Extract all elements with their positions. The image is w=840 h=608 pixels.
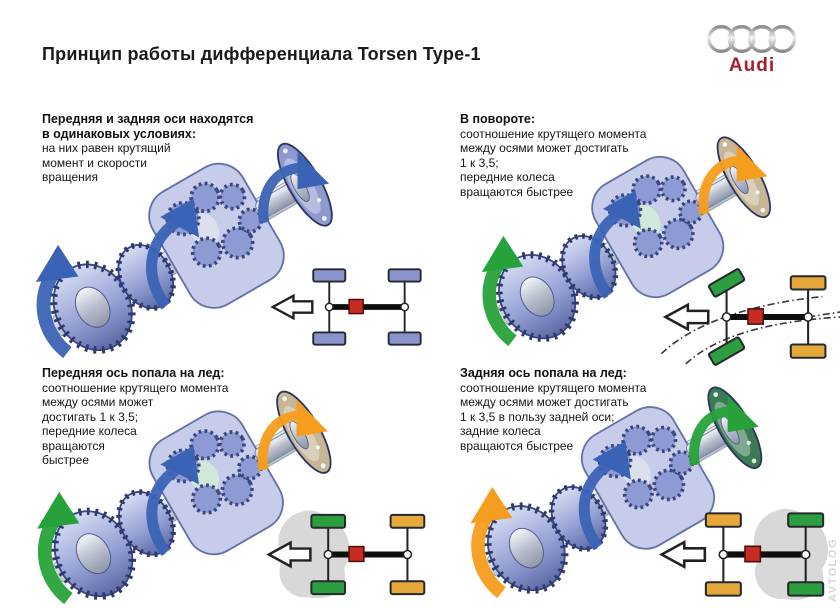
shaft-rotation-arrow (146, 445, 200, 556)
differential-marker (348, 298, 364, 315)
schematic-slot (656, 264, 840, 370)
front-joint (323, 549, 333, 560)
schematic-slot (260, 503, 440, 606)
rear-joint (803, 312, 813, 322)
quadrant-heading: Задняя ось попала на лед: (460, 366, 627, 380)
torsen-housing (148, 410, 284, 556)
quadrant-text: Передняя и задняя оси находятся в одинак… (42, 112, 253, 185)
front-wheel (704, 581, 742, 597)
front-wheel (707, 268, 746, 298)
drivetrain-schematic (266, 510, 426, 599)
pinion-gear (484, 502, 569, 594)
quadrant-heading: Передняя и задняя оси находятся в одинак… (42, 112, 254, 141)
shaft-rotation-arrow (146, 198, 200, 310)
front-wheel (310, 513, 347, 529)
front-joint (721, 312, 732, 322)
flange-rotation-arrow (698, 145, 768, 215)
front-joint (718, 549, 729, 560)
audi-rings-icon (707, 25, 797, 53)
quadrant-front-axle-on-ice: Передняя ось попала на лед: соотношение … (28, 360, 442, 606)
flange-rotation-arrow (257, 399, 328, 471)
drivetrain-schematic (660, 268, 840, 366)
quadrant-body: соотношение крутящего момента между осям… (460, 126, 647, 199)
rear-joint (400, 302, 410, 312)
direction-arrow-icon (270, 293, 314, 321)
differential-illustration (37, 390, 332, 605)
quadrant-text: В повороте: соотношение крутящего момент… (460, 112, 646, 199)
flange-rotation-arrow (258, 152, 330, 224)
quadrant-equal-conditions: Передняя и задняя оси находятся в одинак… (28, 106, 442, 360)
rear-wheel (789, 343, 827, 359)
rear-wheel (387, 331, 422, 346)
ice-patch (278, 510, 350, 599)
quadrant-heading: Передняя ось попала на лед: (42, 366, 225, 380)
input-rotation-arrow (35, 244, 79, 359)
drivetrain-schematic (658, 508, 828, 600)
turn-path (660, 295, 840, 365)
front-wheel (310, 580, 347, 596)
direction-arrow-icon (266, 540, 312, 569)
quadrant-heading: В повороте: (460, 112, 536, 126)
illustration-slot (28, 376, 348, 606)
rear-wheel (389, 580, 426, 596)
quadrant-body: соотношение крутящего момента между осям… (460, 380, 647, 453)
quadrant-body: соотношение крутящего момента между осям… (42, 380, 229, 468)
shaft-rotation-arrow (578, 441, 631, 551)
rear-joint (402, 549, 413, 560)
differential-illustration (470, 386, 763, 599)
shaft-rotation-arrow (589, 190, 641, 299)
drivetrain-schematic (270, 268, 422, 346)
rear-wheel (789, 275, 827, 291)
differential-illustration (481, 136, 771, 347)
differential-illustration (35, 142, 333, 359)
front-wheel (312, 331, 347, 346)
differential-marker (348, 545, 365, 563)
illustration-slot (470, 122, 790, 348)
quadrant-text: Передняя ось попала на лед: соотношение … (42, 366, 228, 468)
rear-wheel (787, 512, 825, 528)
quadrant-rear-axle-on-ice: Задняя ось попала на лед: соотношение кр… (452, 360, 840, 604)
flange-rotation-arrow (688, 395, 759, 466)
rear-wheel (787, 581, 825, 597)
rear-wheel (387, 268, 422, 283)
rear-wheel (389, 513, 426, 529)
schematic-slot (264, 258, 436, 356)
differential-marker (744, 545, 762, 563)
front-wheel (312, 268, 347, 283)
quadrant-body: на них равен крутящий момент и скорости … (42, 141, 171, 184)
schematic-slot (652, 501, 840, 608)
quadrant-text: Задняя ось попала на лед: соотношение кр… (460, 366, 646, 453)
front-joint (324, 302, 334, 312)
input-rotation-arrow (481, 235, 524, 347)
rear-joint (800, 549, 811, 560)
illustration-slot (28, 128, 348, 360)
watermark: AVTOLOG (827, 538, 839, 602)
input-rotation-arrow (470, 486, 513, 599)
direction-arrow-icon (658, 539, 707, 570)
audi-logo: Audi (701, 20, 803, 77)
page-title: Принцип работы дифференциала Torsen Type… (42, 44, 481, 64)
front-wheel (704, 512, 742, 528)
illustration-slot (460, 372, 780, 600)
input-rotation-arrow (37, 491, 80, 605)
differential-marker (747, 308, 765, 325)
quadrant-in-turn: В повороте: соотношение крутящего момент… (452, 106, 840, 366)
audi-wordmark: Audi (728, 55, 776, 76)
front-wheel (707, 336, 746, 366)
direction-arrow-icon (662, 302, 710, 332)
